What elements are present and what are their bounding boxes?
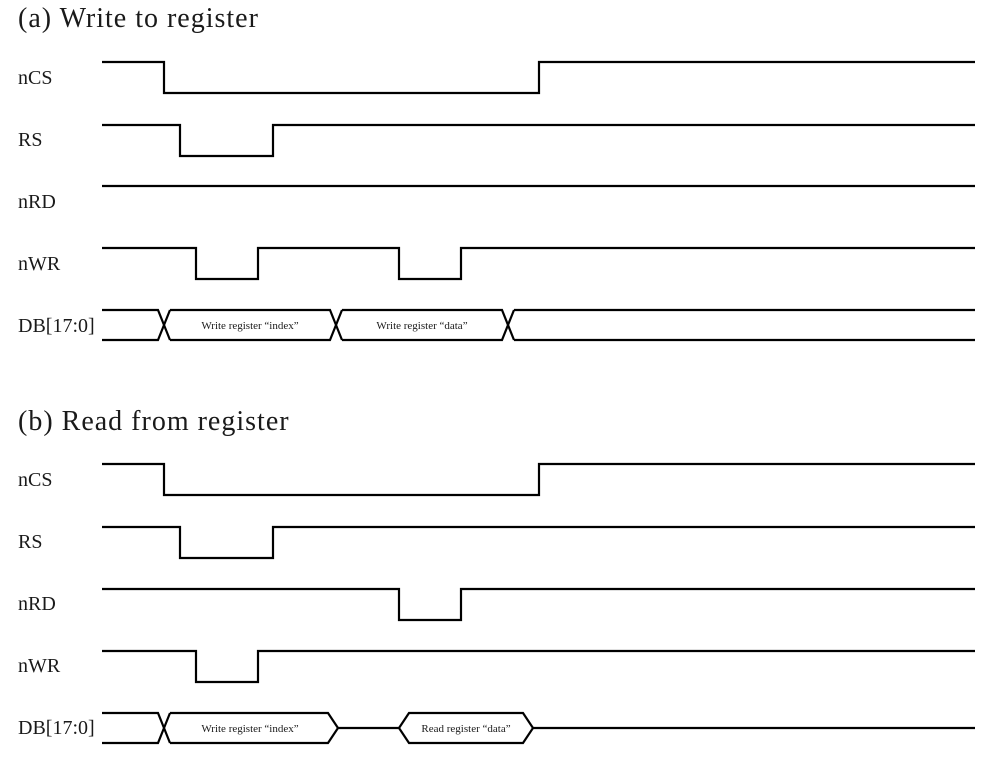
bus-cell-text: Write register “data” — [376, 320, 467, 332]
waveform-ncs-b — [102, 462, 975, 497]
signal-label-nrd-a: nRD — [18, 191, 56, 213]
signal-label-db-a: DB[17:0] — [18, 315, 95, 337]
signal-label-nwr-a: nWR — [18, 253, 61, 275]
signal-label-rs-b: RS — [18, 531, 42, 553]
signal-label-nwr-b: nWR — [18, 655, 61, 677]
section-b-title: (b) Read from register — [18, 406, 290, 437]
signal-label-ncs-b: nCS — [18, 469, 52, 491]
bus-cell-text: Write register “index” — [201, 320, 298, 332]
bus-cell-text: Read register “data” — [421, 723, 510, 735]
bus-cell-text: Write register “index” — [201, 723, 298, 735]
waveform-rs-a — [102, 123, 975, 158]
signal-label-nrd-b: nRD — [18, 593, 56, 615]
bus-waveform-db-b — [102, 711, 975, 745]
waveform-nwr-b — [102, 649, 975, 684]
signal-label-db-b: DB[17:0] — [18, 717, 95, 739]
waveform-ncs-a — [102, 60, 975, 95]
bus-waveform-db-a — [102, 308, 975, 342]
signal-label-rs-a: RS — [18, 129, 42, 151]
waveform-nwr-a — [102, 246, 975, 281]
waveform-rs-b — [102, 525, 975, 560]
signal-label-ncs-a: nCS — [18, 67, 52, 89]
section-a-title: (a) Write to register — [18, 3, 259, 34]
waveform-nrd-b — [102, 587, 975, 622]
